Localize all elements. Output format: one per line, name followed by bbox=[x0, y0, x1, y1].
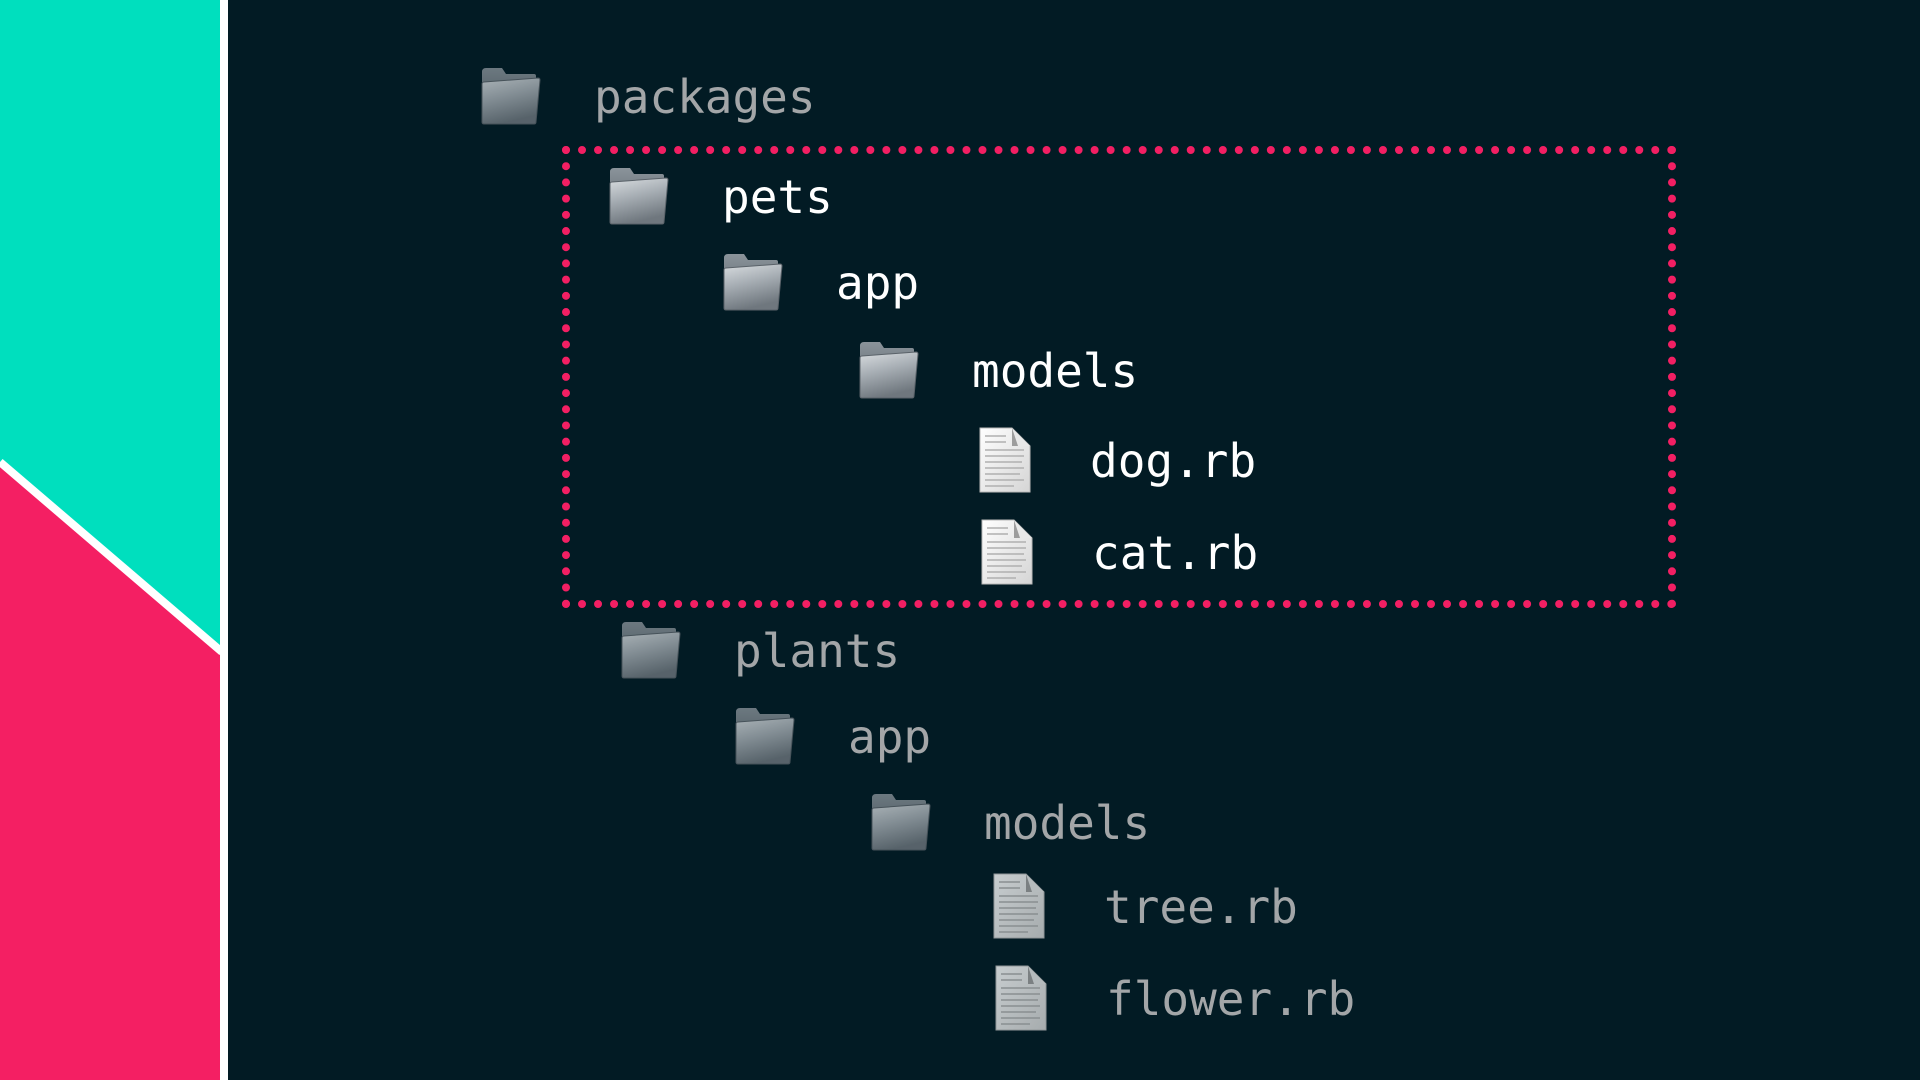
folder-icon bbox=[735, 707, 795, 765]
tree-node-label: dog.rb bbox=[1090, 434, 1257, 488]
folder-icon bbox=[859, 341, 919, 399]
tree-file-cat[interactable]: cat.rb bbox=[976, 518, 1376, 588]
tree-node-plants-app[interactable]: app bbox=[732, 702, 1132, 772]
folder-icon bbox=[481, 67, 541, 125]
tree-file-flower[interactable]: flower.rb bbox=[990, 964, 1390, 1034]
tree-node-label: tree.rb bbox=[1104, 880, 1298, 934]
tree-node-label: plants bbox=[734, 624, 901, 678]
tree-node-pets-models[interactable]: models bbox=[856, 336, 1256, 406]
file-icon bbox=[981, 519, 1033, 585]
tree-node-label: cat.rb bbox=[1092, 526, 1259, 580]
folder-icon bbox=[723, 253, 783, 311]
tree-node-pets-app[interactable]: app bbox=[720, 248, 1120, 318]
tree-node-plants-models[interactable]: models bbox=[868, 788, 1268, 858]
folder-icon bbox=[621, 621, 681, 679]
tree-node-label: packages bbox=[594, 70, 816, 124]
tree-node-label: app bbox=[848, 710, 932, 764]
folder-icon bbox=[609, 167, 669, 225]
side-decoration bbox=[0, 0, 232, 1080]
tree-node-plants[interactable]: plants bbox=[618, 616, 1018, 686]
file-icon bbox=[979, 427, 1031, 493]
folder-icon bbox=[871, 793, 931, 851]
file-icon bbox=[995, 965, 1047, 1031]
tree-file-tree[interactable]: tree.rb bbox=[988, 872, 1388, 942]
tree-node-label: flower.rb bbox=[1106, 972, 1356, 1026]
tree-file-dog[interactable]: dog.rb bbox=[974, 426, 1374, 496]
tree-node-pets[interactable]: pets bbox=[606, 162, 1006, 232]
tree-node-label: app bbox=[836, 256, 920, 310]
tree-node-label: models bbox=[984, 796, 1151, 850]
tree-node-label: models bbox=[972, 344, 1139, 398]
file-icon bbox=[993, 873, 1045, 939]
tree-node-packages[interactable]: packages bbox=[478, 62, 898, 132]
tree-node-label: pets bbox=[722, 170, 833, 224]
pets-highlight-box bbox=[562, 146, 1676, 608]
